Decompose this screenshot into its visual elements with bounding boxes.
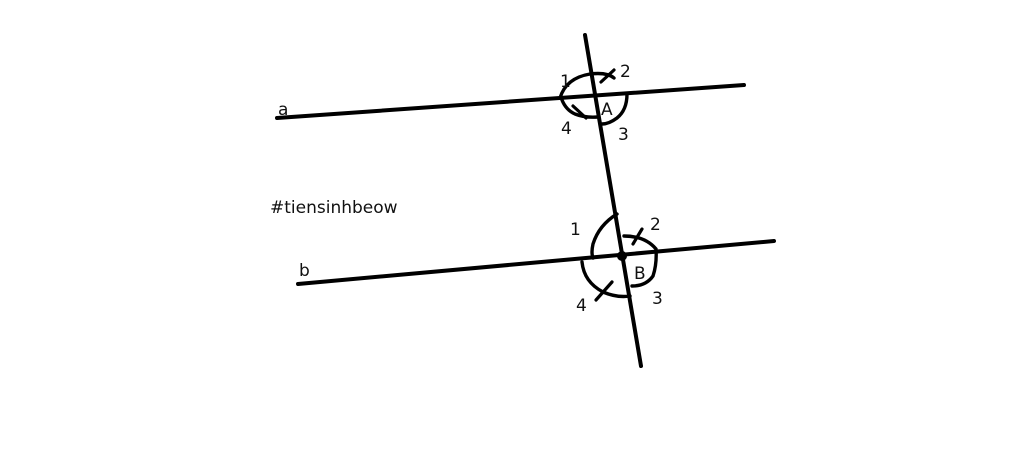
angle-arc-B-1 [590,212,619,260]
angle-tick-A-4 [571,104,588,120]
angle-arc-B-2-3 [622,234,658,288]
label-angle-B-4: 4 [576,296,587,316]
label-angle-A-1: 1 [560,72,571,92]
angle-tick-B-2 [631,227,644,246]
label-angle-A-4: 4 [561,119,572,139]
angle-tick-B-4 [594,280,614,302]
angle-arc-A-4 [560,98,600,119]
label-angle-A-3: 3 [618,125,629,145]
label-angle-A-2: 2 [620,62,631,82]
label-line-a: a [278,100,288,120]
label-point-B: B [634,264,646,284]
label-angle-B-2: 2 [650,215,661,235]
watermark-text: #tiensinhbeow [270,198,398,218]
label-line-b: b [299,261,310,281]
label-angle-B-1: 1 [570,220,581,240]
line-b [296,239,776,286]
line-a [275,83,746,120]
label-point-A: A [601,100,613,120]
angle-arc-A-3 [600,92,629,126]
intersection-point-B [617,251,627,261]
transversal-line [583,33,643,368]
angle-tick-A-2 [599,68,616,84]
label-angle-B-3: 3 [652,289,663,309]
